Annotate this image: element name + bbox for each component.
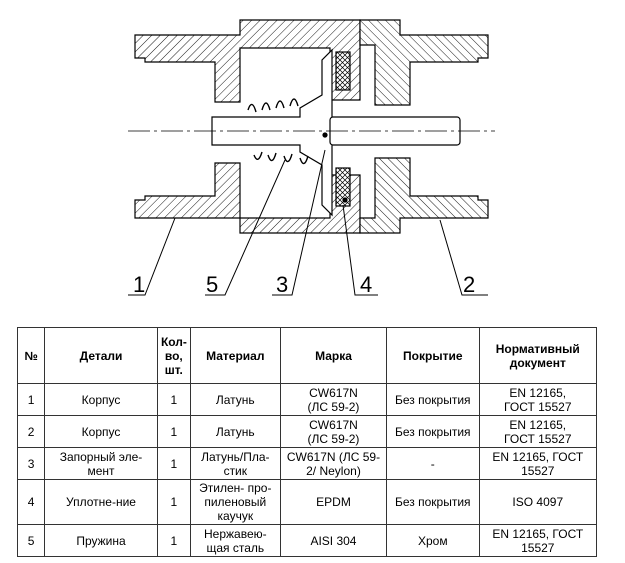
cell-material: Латунь [189, 383, 281, 416]
spring-part-5 [247, 98, 309, 165]
cell-part: Корпус [44, 415, 158, 448]
body-part-1 [134, 19, 361, 234]
cell-material: Этилен- про- пиленовый каучук [189, 479, 281, 525]
cell-qty: 1 [156, 479, 191, 525]
cell-material: Нержавею- щая сталь [189, 524, 281, 557]
cell-coating: Без покрытия [386, 383, 480, 416]
header-doc: Нормативный документ [478, 327, 598, 384]
cell-mark: CW617N (ЛС 59- 2/ Neylon) [279, 447, 388, 480]
cell-num: 5 [16, 524, 46, 557]
cell-qty: 1 [156, 447, 191, 480]
table-row: 1 Корпус 1 Латунь CW617N (ЛС 59-2) Без п… [16, 383, 598, 416]
cell-doc: EN 12165, ГОСТ 15527 [478, 524, 598, 557]
body-part-2 [359, 19, 489, 234]
cell-mark: CW617N (ЛС 59-2) [279, 415, 388, 448]
header-mark: Марка [279, 327, 388, 384]
table-row: 2 Корпус 1 Латунь CW617N (ЛС 59-2) Без п… [16, 415, 598, 448]
cell-mark: CW617N (ЛС 59-2) [279, 383, 388, 416]
leader-lines [128, 149, 488, 296]
cell-num: 1 [16, 383, 46, 416]
cell-part: Корпус [44, 383, 158, 416]
callout-1: 1 [133, 272, 145, 297]
cell-coating: Без покрытия [386, 479, 480, 525]
table-row: 5 Пружина 1 Нержавею- щая сталь AISI 304… [16, 524, 598, 557]
table-row: 4 Уплотне-ние 1 Этилен- про- пиленовый к… [16, 479, 598, 525]
cell-coating: - [386, 447, 480, 480]
cell-material: Латунь/Пла- стик [189, 447, 281, 480]
cell-coating: Без покрытия [386, 415, 480, 448]
header-part: Детали [44, 327, 158, 384]
cell-material: Латунь [189, 415, 281, 448]
cell-part: Уплотне-ние [44, 479, 158, 525]
cell-mark: EPDM [279, 479, 388, 525]
cell-mark: AISI 304 [279, 524, 388, 557]
cell-num: 4 [16, 479, 46, 525]
cell-qty: 1 [156, 383, 191, 416]
cell-qty: 1 [156, 415, 191, 448]
cell-num: 3 [16, 447, 46, 480]
table-header-row: № Детали Кол- во, шт. Материал Марка Пок… [16, 327, 598, 384]
specification-table: № Детали Кол- во, шт. Материал Марка Пок… [16, 327, 598, 557]
cell-doc: ISO 4097 [478, 479, 598, 525]
cell-part: Запорный эле- мент [44, 447, 158, 480]
cell-part: Пружина [44, 524, 158, 557]
callout-2: 2 [463, 272, 475, 297]
callout-4: 4 [360, 272, 372, 297]
cell-doc: EN 12165, ГОСТ 15527 [478, 447, 598, 480]
header-qty: Кол- во, шт. [156, 327, 191, 384]
cell-doc: EN 12165, ГОСТ 15527 [478, 415, 598, 448]
valve-section-drawing: 1 5 3 4 2 [128, 19, 495, 297]
cell-coating: Хром [386, 524, 480, 557]
cell-doc: EN 12165, ГОСТ 15527 [478, 383, 598, 416]
table-row: 3 Запорный эле- мент 1 Латунь/Пла- стик … [16, 447, 598, 480]
cell-qty: 1 [156, 524, 191, 557]
header-coating: Покрытие [386, 327, 480, 384]
cell-num: 2 [16, 415, 46, 448]
header-num: № [16, 327, 46, 384]
header-material: Материал [189, 327, 281, 384]
callout-3: 3 [276, 272, 288, 297]
callout-5: 5 [206, 272, 218, 297]
